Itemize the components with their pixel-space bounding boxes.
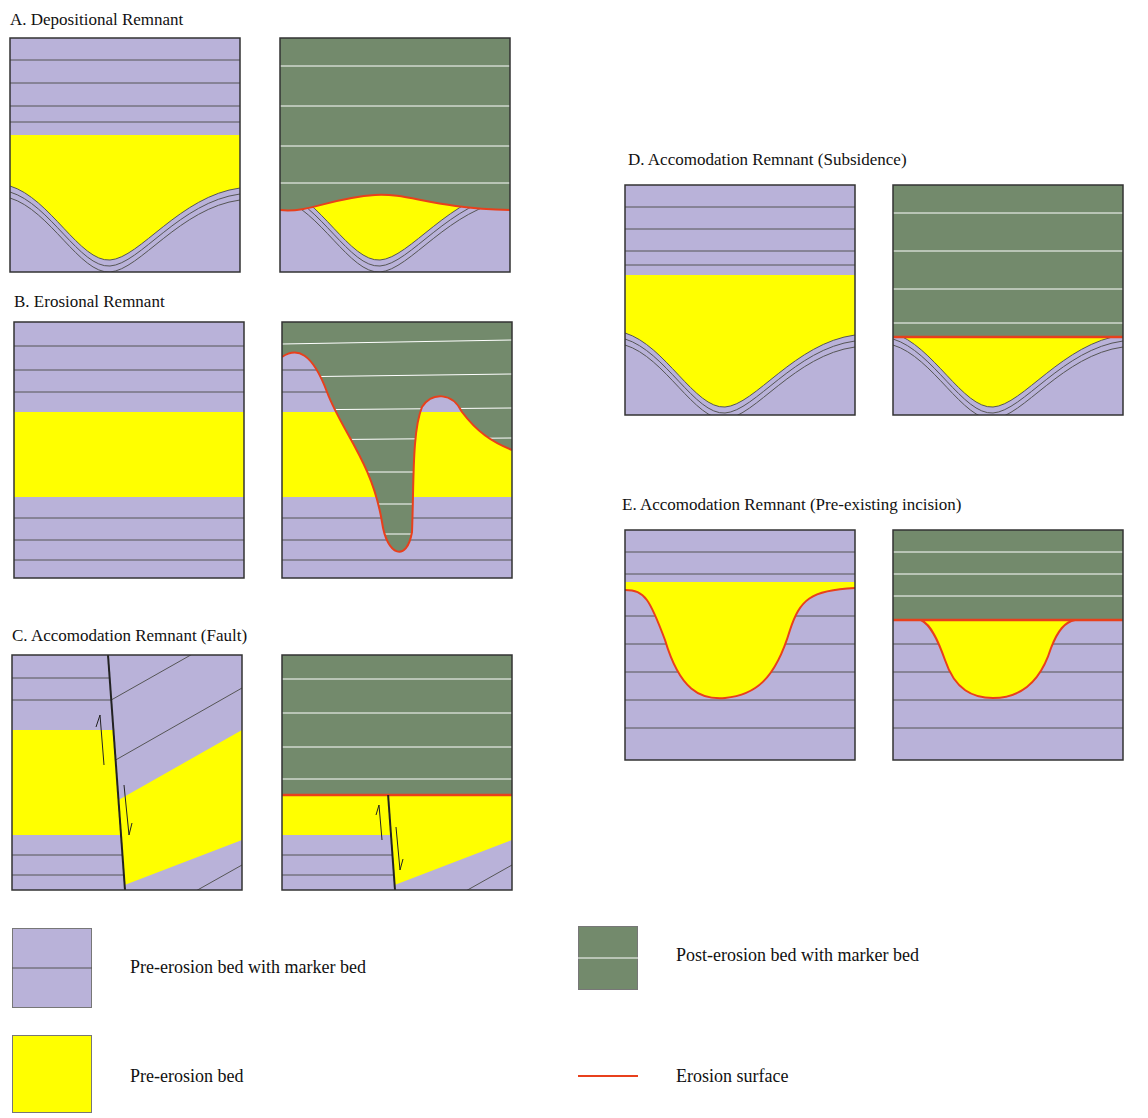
legend-swatch <box>578 926 638 990</box>
legend-text: Pre-erosion bed <box>130 1066 243 1087</box>
panel-title: C. Accomodation Remnant (Fault) <box>12 626 247 646</box>
panel-d-after <box>893 185 1123 415</box>
panel-b-before <box>14 322 244 578</box>
panel-c-before <box>12 655 242 890</box>
panel-c-after <box>282 655 512 890</box>
panel-title: B. Erosional Remnant <box>14 292 165 312</box>
panel-e-after <box>893 530 1123 760</box>
legend-swatch <box>12 928 92 1008</box>
panel-a-before <box>10 38 240 272</box>
panel-a-after <box>280 38 510 272</box>
legend-text: Post-erosion bed with marker bed <box>676 945 919 966</box>
panel-title: A. Depositional Remnant <box>10 10 183 30</box>
legend-text: Pre-erosion bed with marker bed <box>130 957 366 978</box>
legend-text: Erosion surface <box>676 1066 788 1087</box>
panel-b-after <box>282 322 512 578</box>
panel-title: D. Accomodation Remnant (Subsidence) <box>628 150 907 170</box>
panel-title: E. Accomodation Remnant (Pre-existing in… <box>622 495 961 515</box>
legend-swatch <box>12 1035 92 1113</box>
panel-d-before <box>625 185 855 415</box>
panel-e-before <box>625 530 855 760</box>
